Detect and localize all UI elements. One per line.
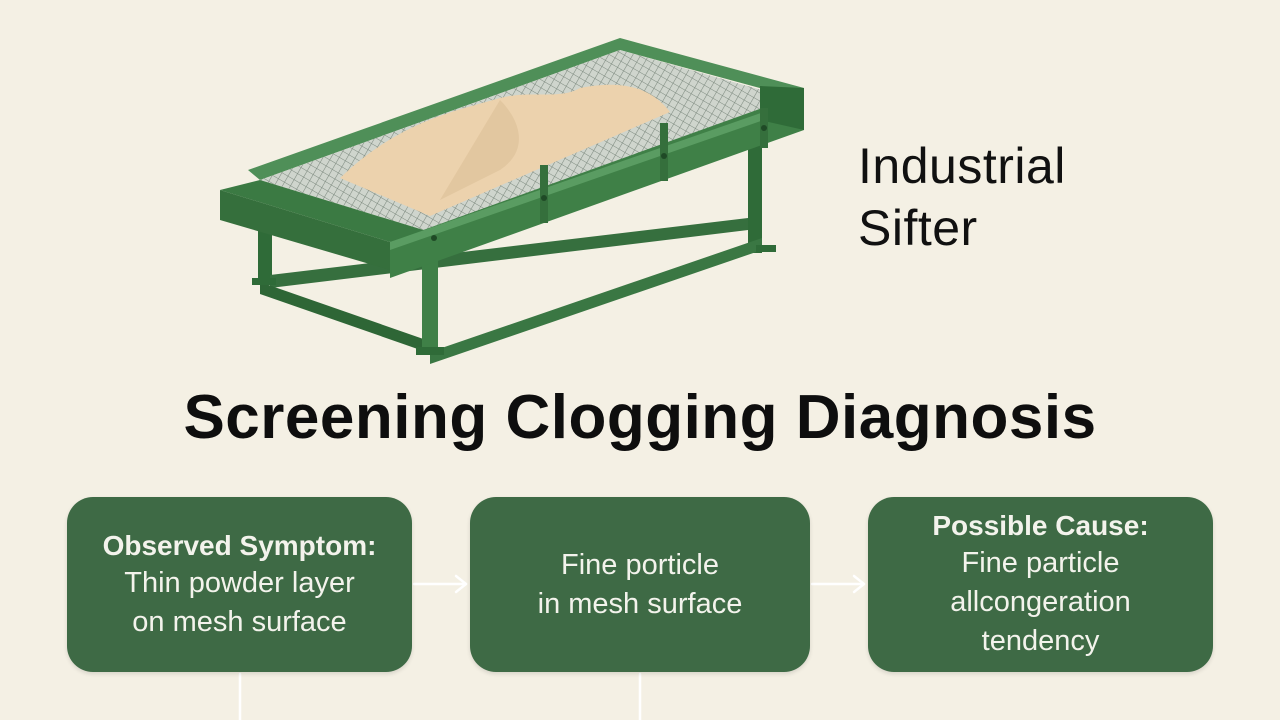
- step-line: Thin powder layer: [124, 566, 355, 599]
- step-box-middle: Fine porticle in mesh surface: [470, 497, 810, 672]
- arrow-head-1-2: [454, 574, 468, 594]
- machine-label-line-2: Sifter: [858, 200, 978, 256]
- arrow-head-2-3: [852, 574, 866, 594]
- step-line: in mesh surface: [537, 587, 743, 620]
- step-line: Fine particle: [961, 547, 1120, 579]
- sifter-tray: [220, 38, 804, 278]
- step-line: Fine porticle: [561, 548, 719, 581]
- industrial-sifter-illustration: [220, 38, 804, 364]
- sifter-frame: [252, 128, 776, 364]
- machine-label-line-1: Industrial: [858, 138, 1066, 194]
- step-box-observed-symptom: Observed Symptom: Thin powder layer on m…: [67, 497, 412, 672]
- step-box-possible-cause: Possible Cause: Fine particle allcongera…: [868, 497, 1213, 672]
- diagram-title: Screening Clogging Diagnosis: [183, 383, 1097, 452]
- step-line: allcongeration: [950, 586, 1131, 618]
- machine-label: Industrial Sifter: [858, 135, 1066, 259]
- step-line: tendency: [981, 625, 1100, 657]
- step-heading: Possible Cause:: [932, 510, 1149, 541]
- step-heading: Observed Symptom:: [102, 529, 377, 561]
- step-line: on mesh surface: [132, 605, 347, 638]
